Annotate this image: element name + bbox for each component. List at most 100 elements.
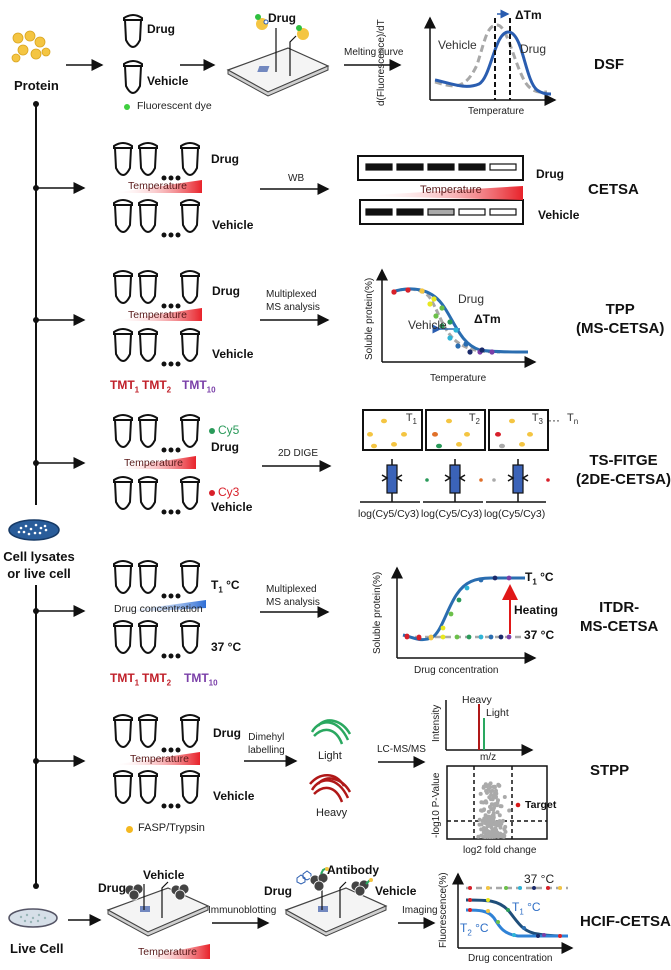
- dsf-vehicle-curve: [434, 23, 548, 94]
- volcano-point: [494, 794, 498, 799]
- hcif-37c-point: [532, 886, 536, 890]
- tsfitge-boxplot-x-label: log(Cy5/Cy3): [358, 508, 420, 520]
- method-hcif-cetsa: HCIF-CETSA: [580, 913, 671, 930]
- hcif-plate2-drug-label: Drug: [264, 884, 292, 898]
- cetsa-blot-vehicle-label: Vehicle: [538, 208, 580, 222]
- volcano-point: [477, 817, 482, 822]
- heavy-peptide-icon: [309, 774, 352, 803]
- dsf-protein-drug-icon: [255, 14, 269, 30]
- volcano-target-point: [515, 802, 521, 808]
- volcano-point: [481, 830, 486, 835]
- cetsa-arrow-label: WB: [288, 173, 305, 184]
- tpp-vehicle-series-label: Vehicle: [408, 318, 447, 332]
- cell-lysate-dish-icon: [8, 519, 60, 541]
- tpp-drug-point: [405, 287, 411, 293]
- dsf-chart: [424, 9, 557, 106]
- cetsa-vehicle-label: Vehicle: [212, 218, 254, 232]
- hcif-t2-point: [536, 934, 540, 938]
- volcano-point: [487, 783, 492, 787]
- stpp-legend-fasp-trypsin: FASP/Trypsin: [138, 822, 205, 834]
- itdr-chart: [391, 566, 537, 664]
- arrow-protein-to-tubes: [66, 59, 104, 71]
- branch-tsfitge: [33, 457, 86, 469]
- arrow-dsf-tubes-to-plate: [180, 59, 216, 71]
- stpp-light-peak-label: Light: [486, 707, 509, 719]
- hcif-t1-point: [542, 933, 546, 937]
- stpp-heavy-label: Heavy: [316, 807, 348, 819]
- blot-band-vehicle: [365, 208, 393, 216]
- branch-itdr: [33, 605, 86, 617]
- arrow-melting-curve: [344, 59, 402, 71]
- itdr-t1-point: [448, 611, 454, 617]
- hcif-y-axis-label: Fluorescence(%): [438, 872, 449, 948]
- volcano-point: [479, 800, 484, 805]
- hcif-37c-point: [558, 886, 562, 890]
- hcif-antibody-drug-icon: [296, 867, 329, 892]
- method-dsf: DSF: [594, 56, 624, 73]
- stpp-target-label: Target: [525, 799, 557, 811]
- itdr-t1-point: [506, 575, 512, 581]
- method-tpp: TPP(MS-CETSA): [576, 301, 665, 337]
- gel-spot: [391, 442, 397, 447]
- blot-band-drug: [427, 163, 455, 171]
- method-itdr: ITDR-MS-CETSA: [580, 599, 659, 635]
- dsf-drug-curve: [434, 30, 552, 96]
- itdr-t1-point: [478, 577, 484, 583]
- volcano-point: [503, 824, 508, 829]
- tpp-drug-point: [453, 327, 459, 333]
- branch-cetsa: [33, 182, 86, 194]
- hcif-t1-point: [522, 926, 526, 930]
- dsf-protein-vehicle-icon: [296, 25, 309, 40]
- tpp-chart: [376, 268, 537, 368]
- hcif-plate1: [107, 881, 209, 937]
- hcif-t2-point: [512, 933, 516, 937]
- hcif-37c-point: [504, 886, 508, 890]
- volcano-point: [485, 828, 490, 833]
- tsfitge-temperature-gradient: [112, 456, 196, 469]
- itdr-t1-point: [464, 585, 470, 591]
- volcano-point: [476, 834, 481, 839]
- dsf-tube-drug: [123, 14, 143, 48]
- protein-icon: [11, 30, 51, 63]
- branch-stpp: [33, 755, 86, 767]
- hcif-t1-point: [468, 898, 472, 902]
- blot-band-drug: [396, 163, 424, 171]
- tpp-vehicle-point: [433, 313, 439, 319]
- arrow-lc-msms: [378, 756, 426, 768]
- boxplot-outlier: [546, 478, 550, 482]
- arrow-live-cell-to-plate: [68, 914, 102, 926]
- volcano-point: [494, 822, 499, 827]
- volcano-point: [495, 834, 500, 839]
- tsfitge-gel-2: T2: [425, 409, 486, 451]
- volcano-point: [484, 834, 489, 839]
- tpp-x-axis-label: Temperature: [430, 373, 487, 384]
- gel-spot: [519, 442, 525, 447]
- volcano-point: [483, 813, 488, 818]
- itdr-37c-point: [440, 634, 446, 640]
- tpp-vehicle-point: [439, 323, 445, 329]
- hcif-temperature-label: Temperature: [138, 946, 197, 958]
- stpp-ms-y-axis-label: Intensity: [431, 704, 442, 742]
- hcif-antibody-vehicle-icon: [350, 878, 373, 897]
- gel-spot: [464, 432, 470, 437]
- itdr-chart-t1-label: T1 °C: [525, 570, 554, 587]
- itdr-y-axis-label: Soluble protein(%): [372, 571, 383, 654]
- hcif-37c-point: [518, 886, 522, 890]
- itdr-tubes-top: [108, 558, 208, 599]
- branch-tpp: [33, 314, 86, 326]
- volcano-point: [497, 813, 502, 818]
- arrow-imaging: [398, 917, 436, 929]
- itdr-37c-point: [506, 634, 512, 640]
- tsfitge-tubes-drug: [113, 414, 200, 453]
- arrow-wb: [260, 183, 330, 195]
- itdr-37c-point: [416, 634, 422, 640]
- tpp-y-axis-label: Soluble protein(%): [364, 277, 375, 360]
- stpp-volcano-x-axis-label: log2 fold change: [463, 845, 537, 856]
- hcif-t2-point: [496, 920, 500, 924]
- tsfitge-boxplot-x-label: log(Cy5/Cy3): [484, 508, 546, 520]
- tpp-temperature-gradient: [112, 308, 202, 321]
- itdr-37c-point: [466, 634, 472, 640]
- cetsa-tubes-vehicle: [108, 197, 208, 238]
